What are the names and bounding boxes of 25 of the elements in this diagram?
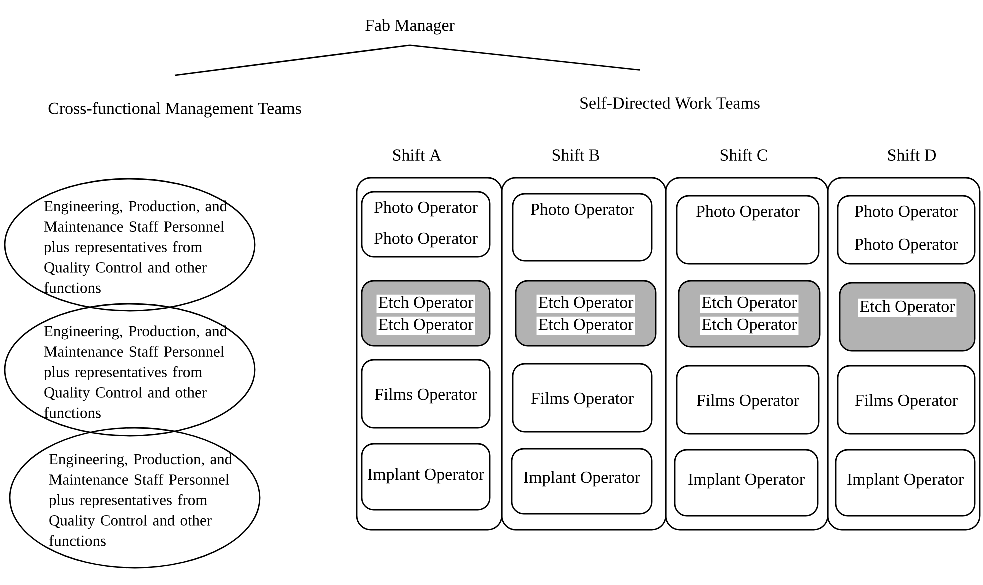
operator-box: Etch Operator Etch Operator xyxy=(678,280,821,348)
operator-box: Films Operator xyxy=(512,363,653,433)
operator-box: Etch Operator xyxy=(839,282,976,352)
heading: Self-Directed Work Teams xyxy=(580,96,760,110)
operator-box: Films Operator xyxy=(837,365,976,435)
shift-heading: Shift C xyxy=(720,148,768,162)
operator-box: Photo Operator Photo Operator xyxy=(837,195,976,265)
operator-box: Photo Operator Photo Operator xyxy=(361,191,491,258)
shift-heading: Shift D xyxy=(888,148,936,162)
operator-box: Implant Operator xyxy=(361,443,491,511)
operator-box: Implant Operator xyxy=(674,449,819,517)
operator-box: Implant Operator xyxy=(511,448,653,515)
operator-box: Films Operator xyxy=(676,365,820,435)
operator-box: Etch Operator Etch Operator xyxy=(515,280,657,347)
shift-heading: Shift A xyxy=(393,148,442,162)
operator-box: Films Operator xyxy=(361,359,491,429)
heading: Fab Manager xyxy=(366,19,455,35)
operator-box: Implant Operator xyxy=(835,449,976,517)
line xyxy=(410,44,640,71)
operator-box: Photo Operator xyxy=(512,193,653,262)
shift-heading: Shift B xyxy=(552,148,600,162)
heading: Cross-functional Management Teams xyxy=(48,102,302,118)
operator-box: Photo Operator xyxy=(676,195,820,265)
operator-box: Etch Operator Etch Operator xyxy=(361,280,491,347)
line xyxy=(174,44,410,76)
